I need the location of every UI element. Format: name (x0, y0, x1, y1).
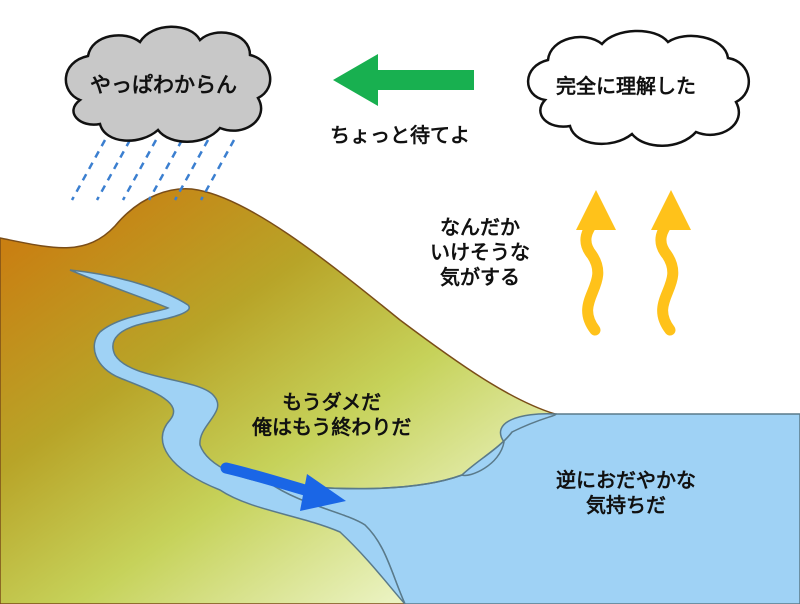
rain-cloud (64, 25, 272, 143)
rising-label: なんだか いけそうな 気がする (430, 215, 530, 290)
rising-arrow-left (580, 212, 604, 336)
calm-label: 逆におだやかな 気持ちだ (556, 468, 696, 518)
rising-label-line-1: なんだか (440, 215, 520, 239)
understood-cloud-label: 完全に理解した (556, 74, 696, 98)
left-arrow (333, 54, 474, 106)
rising-label-line-3: 気がする (440, 265, 520, 289)
despair-label: もうダメだ 俺はもう終わりだ (252, 390, 411, 440)
thought-cloud (526, 29, 751, 147)
rising-arrow-right-head (651, 190, 691, 230)
rain-drops (70, 139, 236, 201)
despair-label-line-2: 俺はもう終わりだ (252, 415, 412, 439)
rising-arrows (580, 212, 679, 336)
despair-label-line-1: もうダメだ (282, 390, 382, 414)
rain-cloud-label: やっぱわからん (90, 73, 237, 97)
calm-label-line-1: 逆におだやかな (556, 468, 696, 492)
flow-arrow-head (300, 474, 346, 511)
rising-label-line-2: いけそうな (430, 240, 530, 264)
rising-arrow-right (655, 212, 679, 336)
calm-label-line-2: 気持ちだ (586, 493, 666, 517)
rising-arrow-left-head (576, 190, 616, 230)
river (69, 269, 557, 604)
wait-label: ちょっと待てよ (330, 123, 470, 147)
